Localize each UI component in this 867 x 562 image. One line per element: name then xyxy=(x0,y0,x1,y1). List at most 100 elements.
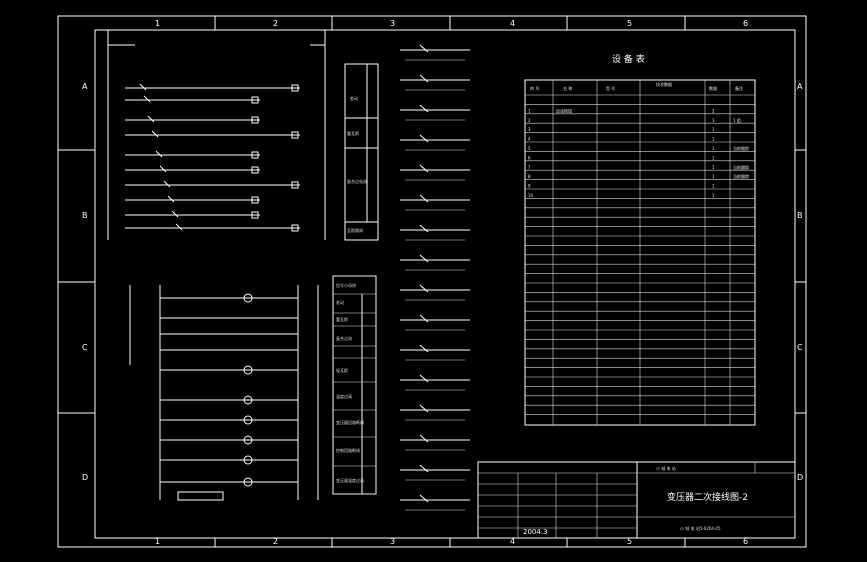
row-label: B xyxy=(797,211,803,220)
row-label: A xyxy=(82,82,88,91)
function-label: 重瓦斯 xyxy=(347,130,359,136)
mid-contact xyxy=(419,314,429,323)
table-cell: 7 xyxy=(528,165,531,170)
function-box-bottom-rows: 信号小母线差动重瓦斯复合过流轻瓦斯温度过高变压器回路断线控制回路断线变压器温度过… xyxy=(333,275,376,495)
mid-contact xyxy=(419,374,429,383)
row-label: C xyxy=(797,343,803,352)
column-label: 5 xyxy=(627,19,632,28)
row-label: D xyxy=(797,473,803,482)
table-cell: 当前跟踪 xyxy=(733,173,749,179)
table-cell: 1 xyxy=(712,127,715,132)
mid-contact xyxy=(419,464,429,473)
signal-rungs xyxy=(160,293,298,487)
function-label: 差动 xyxy=(336,299,344,305)
relay-coil xyxy=(251,151,259,159)
table-cell: 4 xyxy=(528,137,531,142)
relay-coil xyxy=(291,181,299,189)
mid-contact xyxy=(419,404,429,413)
table-cell: 当前跟踪 xyxy=(733,164,749,170)
table-cell: 9 xyxy=(528,184,531,189)
function-label: 控制回路断线 xyxy=(336,447,360,453)
function-box-top: 差动 重瓦斯 复合过电流 瓦斯跳闸 xyxy=(344,63,379,241)
column-label: 4 xyxy=(510,537,515,546)
table-header: 名 称 xyxy=(563,85,572,91)
table-cell: 启动按钮 xyxy=(556,107,572,113)
contact xyxy=(175,223,183,231)
contact xyxy=(163,180,171,188)
row-label: C xyxy=(82,343,88,352)
transformer-relay-box xyxy=(177,491,224,501)
function-box-bottom: 信号小母线差动重瓦斯复合过流轻瓦斯温度过高变压器回路断线控制回路断线变压器温度过… xyxy=(332,275,377,495)
contact xyxy=(143,95,151,103)
contact xyxy=(171,210,179,218)
signal-lamp xyxy=(243,293,253,303)
relay-coil xyxy=(291,84,299,92)
table-cell: 6 xyxy=(528,155,531,160)
table-header: 技术数据 xyxy=(656,81,672,87)
mid-contact xyxy=(419,134,429,143)
mid-contact xyxy=(419,224,429,233)
contact xyxy=(155,150,163,158)
table-cell: 8 xyxy=(528,174,531,179)
column-label: 2 xyxy=(273,537,278,546)
function-label: 瓦斯跳闸 xyxy=(347,227,363,233)
contact xyxy=(139,83,147,91)
row-label: A xyxy=(797,82,803,91)
relay-coil xyxy=(251,166,259,174)
contact xyxy=(147,115,155,123)
column-label: 4 xyxy=(510,19,515,28)
table-cell: 2 xyxy=(528,118,531,123)
row-label: B xyxy=(82,211,88,220)
relay-coil xyxy=(251,96,259,104)
table-cell: 1 xyxy=(712,174,715,179)
column-label: 3 xyxy=(390,537,395,546)
table-cell: 1 xyxy=(712,184,715,189)
function-label: 信号小母线 xyxy=(336,282,356,288)
equipment-table-title: 设 备 表 xyxy=(612,53,645,65)
middle-circuits xyxy=(400,44,470,511)
signal-lamp xyxy=(243,435,253,445)
mid-contact xyxy=(419,194,429,203)
table-cell: 1 xyxy=(712,137,715,142)
drawing-title: 变压器二次接线图-2 xyxy=(667,491,748,503)
signal-lamp xyxy=(243,415,253,425)
table-cell: 10 xyxy=(528,193,534,198)
mid-contact xyxy=(419,344,429,353)
column-label: 6 xyxy=(743,537,748,546)
column-label: 1 xyxy=(155,19,160,28)
column-label: 5 xyxy=(627,537,632,546)
contact xyxy=(151,130,159,138)
contact xyxy=(159,165,167,173)
drawing-number: 小 城 电 站5-0204-05 xyxy=(680,525,721,531)
signal-lamp xyxy=(243,395,253,405)
column-markers: 1 2 3 4 5 6 1 2 3 4 5 6 xyxy=(155,16,748,547)
circuit-rungs xyxy=(125,83,300,232)
relay-coil xyxy=(251,196,259,204)
mid-contact xyxy=(419,284,429,293)
table-header: 数量 xyxy=(709,85,717,91)
function-label: 复合过流 xyxy=(336,335,352,341)
mid-contact xyxy=(419,494,429,503)
company-name: 小 城 电 站 xyxy=(656,465,676,471)
table-cell: 1 xyxy=(712,155,715,160)
relay-coil xyxy=(291,131,299,139)
control-circuit-upper xyxy=(107,30,326,240)
signal-lamp xyxy=(243,477,253,487)
column-label: 1 xyxy=(155,537,160,546)
table-header: 符 号 xyxy=(530,85,539,91)
mid-contact xyxy=(419,254,429,263)
table-cell: 1 xyxy=(712,146,715,151)
signal-lamp xyxy=(243,455,253,465)
inner-frame xyxy=(94,29,796,539)
function-label: 复合过电流 xyxy=(347,178,367,184)
table-header: 型 号 xyxy=(606,85,615,91)
function-label: 温度过高 xyxy=(336,393,352,399)
table-cell: 当前跟踪 xyxy=(733,145,749,151)
relay-coil xyxy=(291,224,299,232)
outer-frame xyxy=(57,15,807,548)
function-label: 变压器温度过高 xyxy=(336,477,364,483)
table-cell: 5 xyxy=(528,146,531,151)
mid-contact xyxy=(419,74,429,83)
table-cell: 3 xyxy=(528,127,531,132)
